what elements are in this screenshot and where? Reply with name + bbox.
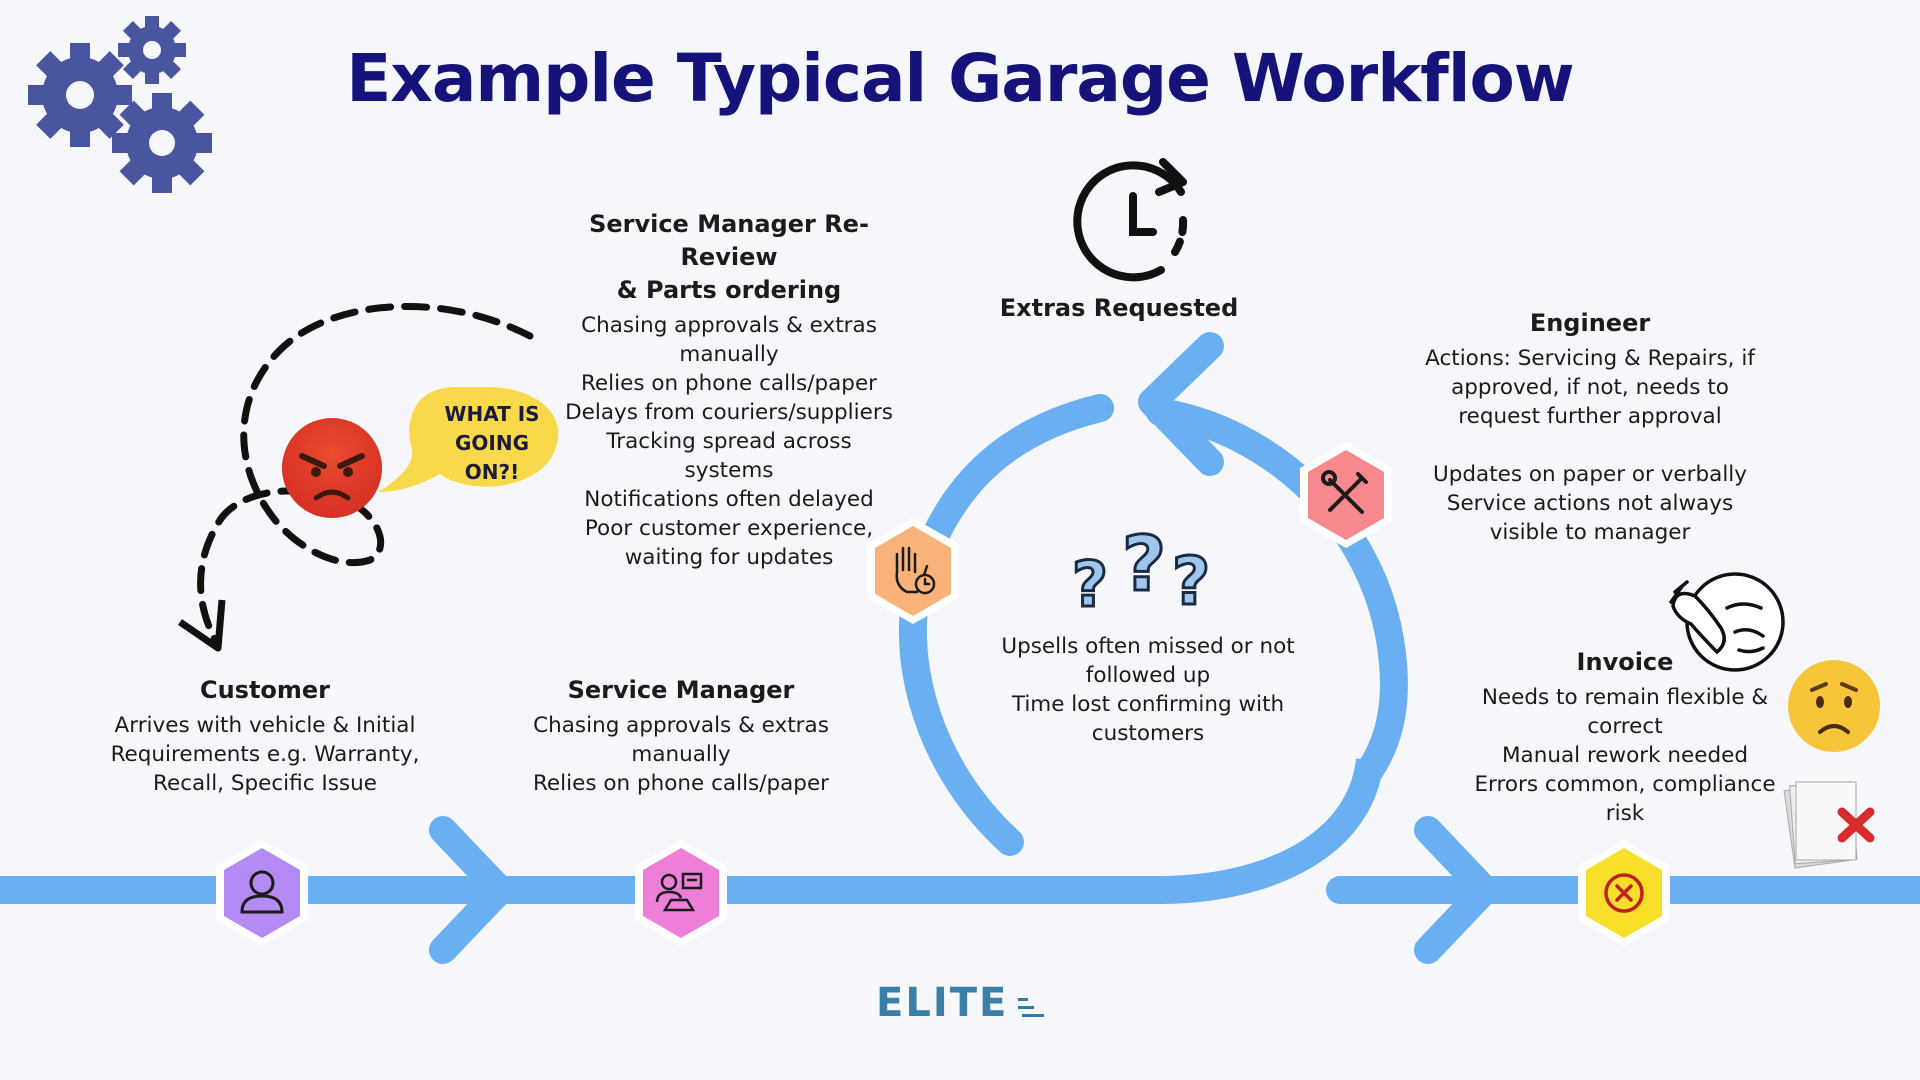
speech-line-3: ON?! xyxy=(464,460,520,484)
re-review-line: manually xyxy=(679,342,779,367)
invoice-line: Errors common, compliance xyxy=(1474,772,1776,797)
re-review-line: Tracking spread across xyxy=(606,429,852,454)
speech-line-2: GOING xyxy=(454,431,529,455)
loop-issue-line: followed up xyxy=(1085,663,1211,688)
loop-issue-line: Upsells often missed or not xyxy=(1001,634,1295,659)
speech-bubble-text: WHAT IS GOING ON?! xyxy=(424,400,560,487)
re-review-block: Service Manager Re-Review & Parts orderi… xyxy=(549,208,909,572)
error-icon xyxy=(1604,873,1644,913)
customer-line: Recall, Specific Issue xyxy=(153,771,377,796)
facepalm-icon xyxy=(1669,572,1785,672)
dashed-arrowhead xyxy=(178,599,226,652)
svg-text:?: ? xyxy=(1172,543,1210,620)
service-manager-node xyxy=(635,840,727,946)
svg-text:?: ? xyxy=(1072,548,1108,621)
user-icon xyxy=(240,870,284,914)
re-review-title-2: & Parts ordering xyxy=(616,276,842,304)
customer-node xyxy=(216,840,308,946)
re-review-line: systems xyxy=(684,458,774,483)
service-manager-title: Service Manager xyxy=(567,676,795,704)
engineer-line: Actions: Servicing & Repairs, if xyxy=(1425,346,1755,371)
service-desk-icon xyxy=(655,872,703,912)
invoice-line: risk xyxy=(1605,801,1645,826)
invoice-line: correct xyxy=(1587,714,1663,739)
service-manager-line: Relies on phone calls/paper xyxy=(532,771,830,796)
re-review-node xyxy=(867,518,959,624)
service-manager-line: Chasing approvals & extras xyxy=(533,713,829,738)
question-marks-icon: ? ? ? xyxy=(1071,518,1212,623)
extras-requested-title: Extras Requested xyxy=(999,294,1239,322)
re-review-line: Relies on phone calls/paper xyxy=(580,371,878,396)
flow-line-left xyxy=(0,757,1384,904)
re-review-line: Delays from couriers/suppliers xyxy=(565,400,893,425)
chevron-arrow-1 xyxy=(429,816,514,964)
page-title: Example Typical Garage Workflow xyxy=(346,40,1575,117)
customer-block: Customer Arrives with vehicle & Initial … xyxy=(100,674,430,798)
engineer-line: visible to manager xyxy=(1489,520,1691,545)
re-review-line: waiting for updates xyxy=(624,545,834,570)
engineer-node xyxy=(1300,442,1392,548)
rejected-papers-icon xyxy=(1783,781,1875,869)
customer-line: Arrives with vehicle & Initial xyxy=(114,713,416,738)
engineer-block: Engineer Actions: Servicing & Repairs, i… xyxy=(1420,307,1760,547)
service-manager-line: manually xyxy=(631,742,731,767)
customer-line: Requirements e.g. Warranty, xyxy=(110,742,420,767)
loop-arrowhead xyxy=(1138,332,1224,476)
re-review-line: Poor customer experience, xyxy=(584,516,874,541)
logo-mark xyxy=(1018,998,1044,1017)
invoice-title: Invoice xyxy=(1576,648,1674,676)
invoice-line: Needs to remain flexible & xyxy=(1481,685,1769,710)
speech-line-1: WHAT IS xyxy=(444,402,540,426)
elite-logo: ELITE xyxy=(876,980,1009,1026)
re-review-title-1: Service Manager Re-Review xyxy=(589,210,869,271)
customer-title: Customer xyxy=(199,676,331,704)
engineer-line: approved, if not, needs to xyxy=(1451,375,1729,400)
loop-issues-block: Upsells often missed or not followed up … xyxy=(988,632,1308,748)
engineer-line: request further approval xyxy=(1458,404,1722,429)
hand-clock-icon xyxy=(895,546,936,595)
engineer-line: Updates on paper or verbally xyxy=(1433,462,1747,487)
clock-icon xyxy=(1073,158,1188,282)
angry-face-icon xyxy=(282,418,382,518)
re-review-line: Notifications often delayed xyxy=(584,487,874,512)
dashed-path xyxy=(197,303,534,644)
svg-text:?: ? xyxy=(1122,519,1166,608)
re-review-line: Chasing approvals & extras xyxy=(581,313,877,338)
service-manager-block: Service Manager Chasing approvals & extr… xyxy=(521,674,841,798)
invoice-node xyxy=(1578,840,1670,946)
tools-icon xyxy=(1321,470,1368,514)
worried-face-icon xyxy=(1788,660,1880,752)
flow-loop-right xyxy=(1146,398,1408,784)
loop-issue-line: Time lost confirming with xyxy=(1011,692,1285,717)
invoice-line: Manual rework needed xyxy=(1501,743,1749,768)
invoice-block: Invoice Needs to remain flexible & corre… xyxy=(1463,646,1787,828)
engineer-title: Engineer xyxy=(1529,309,1651,337)
loop-issue-line: customers xyxy=(1091,721,1205,746)
engineer-line: Service actions not always xyxy=(1446,491,1734,516)
extras-requested-block: Extras Requested xyxy=(989,292,1249,325)
chevron-arrow-2 xyxy=(1414,816,1499,964)
speech-bubble xyxy=(378,387,559,492)
